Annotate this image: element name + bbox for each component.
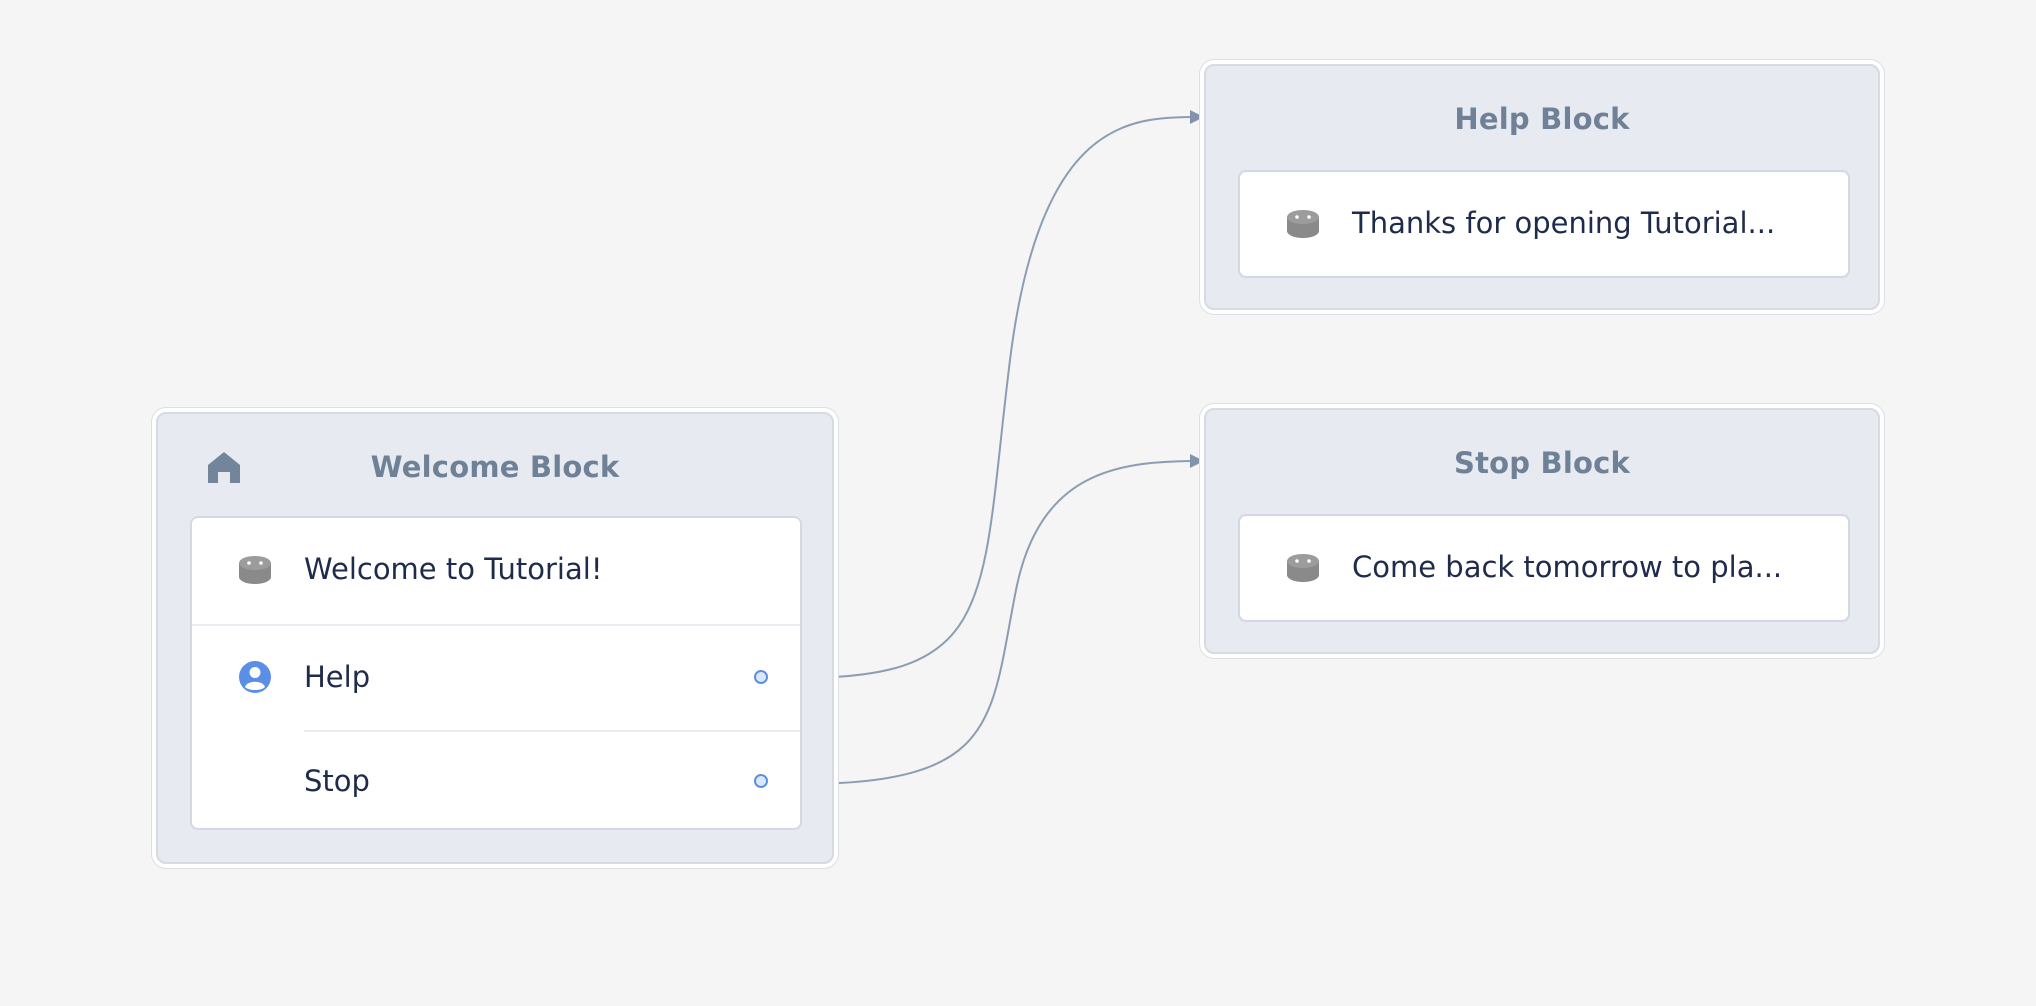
connector-stop-arrowhead xyxy=(1190,454,1204,468)
home-icon xyxy=(208,452,240,483)
user-icon xyxy=(239,661,271,693)
row-divider xyxy=(304,730,800,732)
option-row-stop[interactable]: Stop xyxy=(192,732,800,828)
speaker-icon xyxy=(1287,210,1319,238)
help-block[interactable]: Help Block Thanks for opening Tutorial..… xyxy=(1204,64,1880,310)
output-port-help[interactable] xyxy=(754,670,768,684)
row-divider xyxy=(192,624,800,626)
stop-block[interactable]: Stop Block Come back tomorrow to pla... xyxy=(1204,408,1880,654)
stop-block-card[interactable]: Come back tomorrow to pla... xyxy=(1238,514,1850,622)
connector-help-arrowhead xyxy=(1190,110,1204,124)
speaker-icon xyxy=(239,556,271,584)
speech-row[interactable]: Welcome to Tutorial! xyxy=(192,518,800,624)
speaker-icon xyxy=(1287,554,1319,582)
connector-help-to-help-block[interactable] xyxy=(799,116,1193,679)
output-port-stop[interactable] xyxy=(754,774,768,788)
speech-text: Thanks for opening Tutorial... xyxy=(1352,206,1776,240)
speech-text: Come back tomorrow to pla... xyxy=(1352,550,1783,584)
block-title: Help Block xyxy=(1454,102,1630,136)
option-label-stop: Stop xyxy=(304,764,370,798)
option-row-help[interactable]: Help xyxy=(192,626,800,730)
welcome-block-card: Welcome to Tutorial! Help Stop xyxy=(190,516,802,830)
help-block-card[interactable]: Thanks for opening Tutorial... xyxy=(1238,170,1850,278)
block-title: Stop Block xyxy=(1454,446,1630,480)
speech-text: Welcome to Tutorial! xyxy=(304,552,603,586)
block-title: Welcome Block xyxy=(370,450,620,484)
option-label-help: Help xyxy=(304,660,371,694)
connector-stop-to-stop-block[interactable] xyxy=(799,460,1193,785)
welcome-block[interactable]: Welcome Block Welcome to Tutorial! Help xyxy=(156,412,834,864)
